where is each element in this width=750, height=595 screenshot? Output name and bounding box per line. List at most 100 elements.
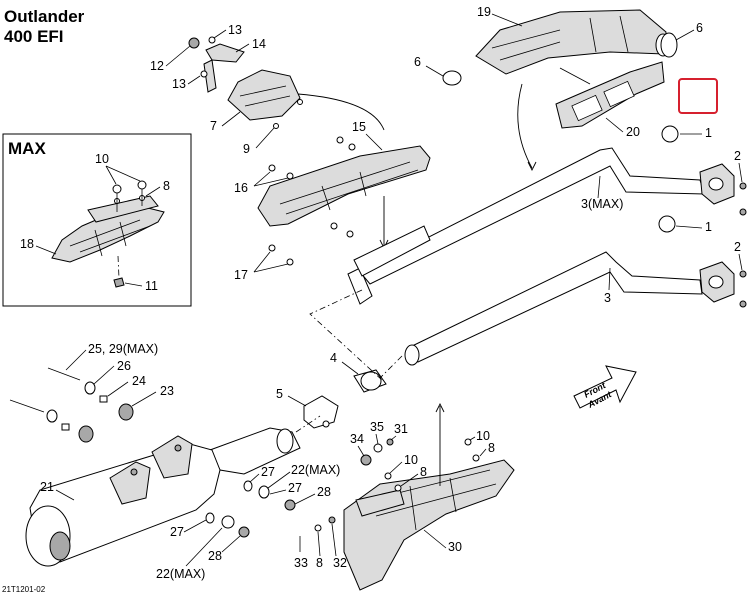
part-11-nut [113, 277, 125, 288]
part-23-grommet-a [118, 403, 134, 421]
callout-31: 31 [394, 422, 408, 436]
callout-1-upper: 1 [705, 126, 712, 140]
callout-2-lower: 2 [734, 240, 741, 254]
part-10-screw-d [464, 438, 472, 446]
part-24-sleeve-a [99, 395, 108, 403]
mount-hardware-middle: 27 22(MAX) 27 28 27 28 22(MAX) [156, 463, 340, 581]
callout-26: 26 [117, 359, 131, 373]
callout-7: 7 [210, 119, 217, 133]
callout-8-bottom: 8 [316, 556, 323, 570]
part-18-bracket [87, 195, 159, 223]
part-28-nut-b [238, 526, 250, 538]
part-3-max-pipe-end [347, 267, 373, 305]
callout-3: 3 [604, 291, 611, 305]
part-16-screw-a [268, 164, 276, 172]
callout-2-upper: 2 [734, 149, 741, 163]
callout-16: 16 [234, 181, 248, 195]
max-inset-frame [2, 133, 192, 307]
part-21-inlet-end [276, 428, 294, 454]
callout-15: 15 [352, 120, 366, 134]
part-6-clamp-left [442, 70, 462, 86]
callout-27-a: 27 [261, 465, 275, 479]
callout-33: 33 [294, 556, 308, 570]
part-16-screw-b [286, 172, 294, 180]
callout-9: 9 [243, 142, 250, 156]
callout-12: 12 [150, 59, 164, 73]
part-5-clamp [303, 395, 339, 429]
max-inset: MAX 10 8 18 11 [2, 133, 192, 307]
part-34-grommet [360, 454, 372, 466]
callout-1-lower: 1 [705, 220, 712, 234]
callout-22-max-bottom: 22(MAX) [156, 567, 205, 581]
part-26-washer-a [84, 381, 96, 395]
part-3-pipe-end [404, 344, 420, 366]
part-28-nut-a [284, 499, 296, 511]
callout-21: 21 [40, 480, 54, 494]
part-3-max-resonator [353, 225, 431, 277]
callout-3-max: 3(MAX) [581, 197, 623, 211]
front-direction-arrow: Front Avant [573, 365, 637, 410]
callout-4: 4 [330, 351, 337, 365]
part-30-bracket [355, 489, 405, 517]
callout-25-29: 25, 29(MAX) [88, 342, 158, 356]
callout-13-bottom: 13 [172, 77, 186, 91]
heat-shield-group-top: 13 14 12 13 7 9 [150, 23, 385, 156]
part-35-sleeve [373, 443, 383, 453]
part-7-heat-shield [227, 69, 301, 121]
part-23-grommet-b [78, 425, 94, 443]
callout-24: 24 [132, 374, 146, 388]
callout-8-max: 8 [163, 179, 170, 193]
part-22-spacer-a [258, 485, 270, 499]
callout-27-c: 27 [170, 525, 184, 539]
part-2-nut-b [739, 208, 747, 216]
top-manifold-group: 19 6 6 20 [414, 5, 703, 172]
part-8-washer-c [394, 484, 402, 492]
part-8-washer-d [472, 454, 480, 462]
part-4-clamp-ring [360, 371, 382, 391]
part-2-nut-d [739, 300, 747, 308]
callout-18: 18 [20, 237, 34, 251]
part-16-screw-c [336, 136, 344, 144]
part-22-spacer-b [221, 515, 235, 529]
max-inset-label: MAX [8, 139, 46, 158]
diagram-code: 21T1201-02 [2, 585, 46, 594]
header-pipes-group: 1 1 2 2 3(MAX) 3 [347, 125, 747, 366]
callout-28-bottom: 28 [208, 549, 222, 563]
part-21-bracket-a [109, 461, 151, 505]
part-1-gasket-upper [661, 125, 679, 143]
part-32-nut [328, 516, 336, 524]
callout-22-max-top: 22(MAX) [291, 463, 340, 477]
part-2-nut-c [739, 270, 747, 278]
callout-8-right: 8 [488, 441, 495, 455]
part-19-heat-shield [475, 9, 667, 75]
part-13-nut-a [208, 36, 216, 44]
part-17-nut-a [268, 244, 276, 252]
part-25-bolt-lower [9, 399, 45, 413]
callout-34: 34 [350, 432, 364, 446]
part-26-washer-b [46, 409, 58, 423]
callout-10-max: 10 [95, 152, 109, 166]
part-25-bolt-upper [47, 367, 81, 381]
mount-hardware-left: 25, 29(MAX) 26 24 23 [9, 342, 174, 443]
part-31-nut [386, 438, 394, 446]
part-16-screw-d [348, 143, 356, 151]
callout-10-right: 10 [476, 429, 490, 443]
callout-27-b: 27 [288, 481, 302, 495]
callout-13-top: 13 [228, 23, 242, 37]
callout-10-lower: 10 [404, 453, 418, 467]
clamp-group: 4 5 [276, 289, 403, 433]
part-10-screw-c [384, 472, 392, 480]
callout-17: 17 [234, 268, 248, 282]
callout-32: 32 [333, 556, 347, 570]
part-8-washer-e [314, 524, 322, 532]
part-13-nut-b [200, 70, 208, 78]
part-1-gasket-lower [658, 215, 676, 233]
model-title-line2: 400 EFI [4, 27, 64, 46]
part-2-nut-a [739, 182, 747, 190]
part-9-screw-a [273, 123, 279, 129]
callout-11: 11 [145, 279, 158, 293]
callout-30: 30 [448, 540, 462, 554]
part-30-heat-shield [343, 459, 515, 591]
callout-28-top: 28 [317, 485, 331, 499]
